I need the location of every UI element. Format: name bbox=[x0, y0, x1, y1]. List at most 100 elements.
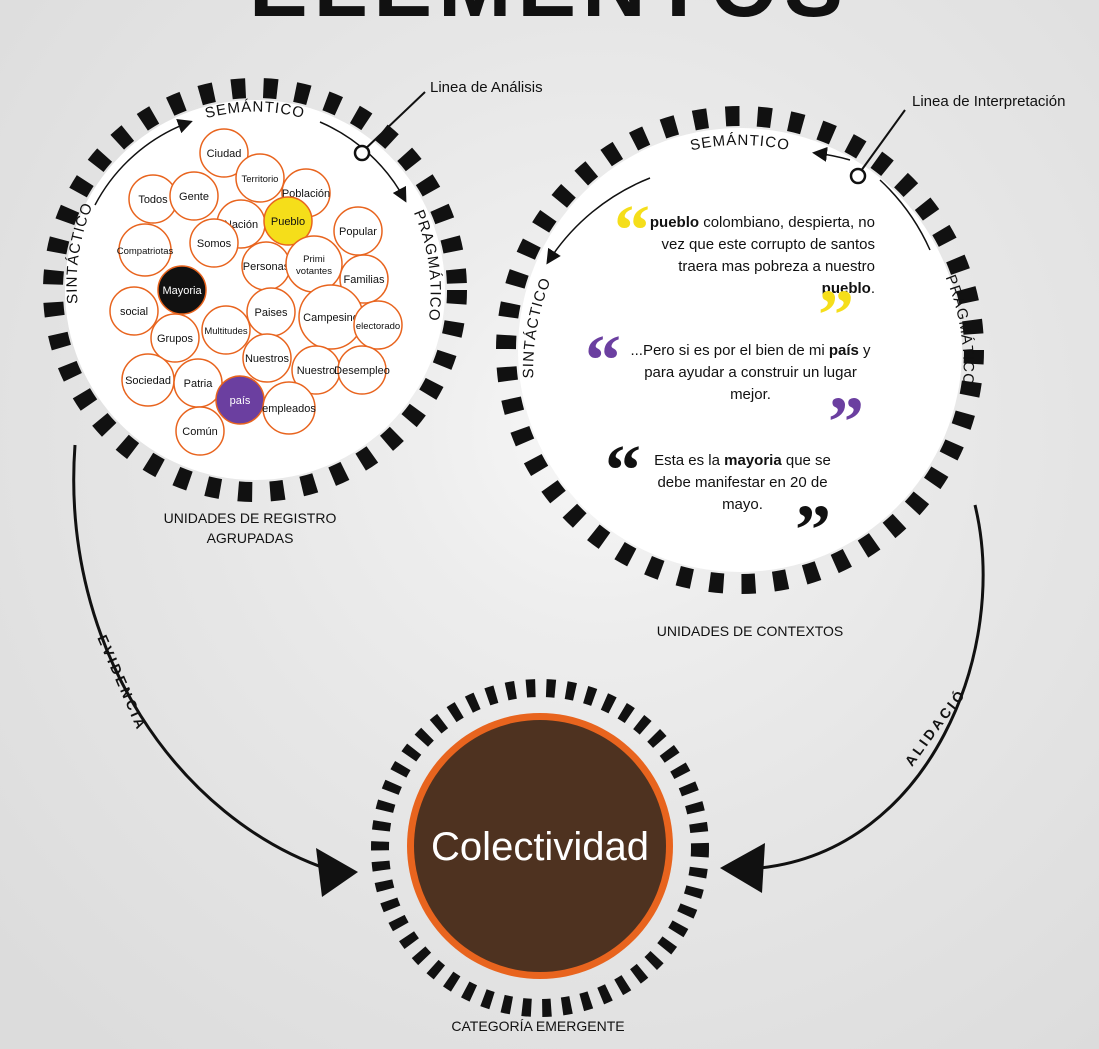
result-label: Colectividad bbox=[431, 825, 649, 869]
interpretation-line-label: Linea de Interpretación bbox=[912, 93, 1065, 110]
word-bubble-circle bbox=[201, 305, 251, 355]
word-bubble: Compatriotas bbox=[117, 223, 174, 277]
word-bubble-label: votantes bbox=[296, 266, 332, 277]
analysis-caption-line2: AGRUPADAS bbox=[207, 530, 294, 546]
evidence-arrowhead bbox=[316, 848, 358, 897]
word-bubble-circle bbox=[337, 345, 387, 395]
word-bubble-label: electorado bbox=[356, 321, 400, 332]
word-bubble: Territorio bbox=[235, 153, 285, 203]
word-bubble-circle bbox=[109, 286, 159, 336]
analysis-line-marker bbox=[353, 144, 371, 162]
word-bubble: Campesino bbox=[298, 284, 364, 350]
validation-arrowhead bbox=[720, 843, 765, 893]
word-bubble-label: Ciudad bbox=[207, 148, 242, 160]
analysis-dashed-ring bbox=[43, 78, 467, 502]
quote1-close-mark: ” bbox=[818, 275, 854, 355]
word-bubble: Todos bbox=[128, 174, 178, 224]
word-bubble-label: Primi bbox=[303, 254, 325, 265]
word-bubble-label: Popular bbox=[339, 226, 377, 238]
word-bubble-label: Personas bbox=[243, 261, 290, 273]
word-bubble: Patria bbox=[173, 358, 223, 408]
word-bubble-label: empleados bbox=[262, 403, 316, 415]
quote-1: pueblo colombiano, despierta, no vez que… bbox=[649, 214, 875, 297]
interpretation-line-marker bbox=[849, 167, 867, 185]
interpretation-semantic-arc bbox=[812, 146, 851, 162]
analysis-circle bbox=[43, 78, 467, 502]
word-bubble-circle bbox=[199, 128, 249, 178]
word-bubble-label: social bbox=[120, 306, 148, 318]
word-bubble-label: Multitudes bbox=[204, 326, 248, 337]
word-bubble: Común bbox=[175, 406, 225, 456]
word-bubble-label: Común bbox=[182, 426, 217, 438]
word-bubble-circle bbox=[353, 300, 403, 350]
word-bubble-circle bbox=[339, 254, 389, 304]
word-bubble-label: Desempleo bbox=[334, 365, 390, 377]
quote-3: Esta es la mayoria que se debe manifesta… bbox=[654, 452, 831, 513]
word-bubble: Familias bbox=[339, 254, 389, 304]
word-bubble-circle bbox=[157, 265, 207, 315]
quote3-close-mark: ” bbox=[795, 490, 831, 570]
word-bubble: Nuestro bbox=[291, 345, 341, 395]
word-bubble: Sociedad bbox=[121, 353, 175, 407]
word-bubble-label: Territorio bbox=[242, 174, 279, 185]
word-bubble: Grupos bbox=[150, 313, 200, 363]
word-bubble: Mayoria bbox=[157, 265, 207, 315]
interpretation-pragmatic-arc bbox=[879, 179, 931, 251]
word-bubble-label: Grupos bbox=[157, 333, 194, 345]
interpretation-semantic-label: SEMÁNTICO bbox=[689, 132, 792, 154]
interpretation-caption: UNIDADES DE CONTEXTOS bbox=[657, 623, 843, 639]
analysis-syntactic-arc bbox=[94, 119, 193, 206]
word-bubble: Gente bbox=[169, 171, 219, 221]
word-bubble-label: Pueblo bbox=[271, 216, 305, 228]
word-bubble-circle bbox=[242, 333, 292, 383]
result-dashed-ring bbox=[371, 679, 709, 1017]
word-bubble-label: Paises bbox=[254, 307, 288, 319]
word-bubble-label: Somos bbox=[197, 238, 232, 250]
result-caption: CATEGORÍA EMERGENTE bbox=[451, 1018, 624, 1034]
word-bubble-circle bbox=[263, 196, 313, 246]
word-bubble-circle bbox=[150, 313, 200, 363]
word-bubble-label: Nuestros bbox=[245, 353, 290, 365]
word-bubble: Desempleo bbox=[334, 345, 390, 395]
word-bubble-circle bbox=[169, 171, 219, 221]
word-bubble-label: Nuestro bbox=[297, 365, 336, 377]
word-bubble: Personas bbox=[241, 241, 291, 291]
word-bubble: Somos bbox=[189, 218, 239, 268]
interpretation-line-pointer bbox=[857, 109, 906, 176]
word-bubble: Paises bbox=[246, 287, 296, 337]
quote3-open-mark: “ bbox=[605, 430, 641, 510]
emergent-category: Colectividad bbox=[371, 679, 709, 1017]
word-bubble-label: Campesino bbox=[303, 312, 359, 324]
analysis-line-label: Linea de Análisis bbox=[430, 79, 543, 96]
word-bubble-label: Familias bbox=[344, 274, 385, 286]
word-bubble: país bbox=[215, 375, 265, 425]
word-bubble: Nuestros bbox=[242, 333, 292, 383]
interpretation-syntactic-arc bbox=[546, 177, 651, 265]
word-bubble: Multitudes bbox=[201, 305, 251, 355]
word-bubble: Pueblo bbox=[263, 196, 313, 246]
evidence-arrow bbox=[72, 444, 331, 872]
word-bubble: Ciudad bbox=[199, 128, 249, 178]
page-title: ELEMENTOS bbox=[249, 0, 849, 35]
interpretation-dashed-ring bbox=[496, 106, 984, 594]
quote2-open-mark: “ bbox=[585, 320, 621, 400]
quote2-close-mark: ” bbox=[828, 382, 864, 462]
word-bubble-label: Compatriotas bbox=[117, 246, 174, 257]
interpretation-circle bbox=[496, 106, 984, 594]
word-bubble-label: Gente bbox=[179, 191, 209, 203]
word-bubble-circle bbox=[235, 153, 285, 203]
analysis-caption-line1: UNIDADES DE REGISTRO bbox=[164, 510, 337, 526]
result-core bbox=[414, 720, 666, 972]
quote1-open-mark: “ bbox=[614, 190, 650, 270]
word-bubble: electorado bbox=[353, 300, 403, 350]
word-bubble-circle bbox=[118, 223, 172, 277]
word-bubble-circle bbox=[175, 406, 225, 456]
evidence-label: EVIDENCIA bbox=[94, 632, 150, 733]
word-bubble-label: Mayoria bbox=[162, 285, 202, 297]
word-bubble: Popular bbox=[333, 206, 383, 256]
quote-2: ...Pero si es por el bien de mi país y p… bbox=[630, 342, 871, 403]
word-bubble-label: Todos bbox=[138, 194, 168, 206]
word-bubble-label: país bbox=[230, 395, 251, 407]
